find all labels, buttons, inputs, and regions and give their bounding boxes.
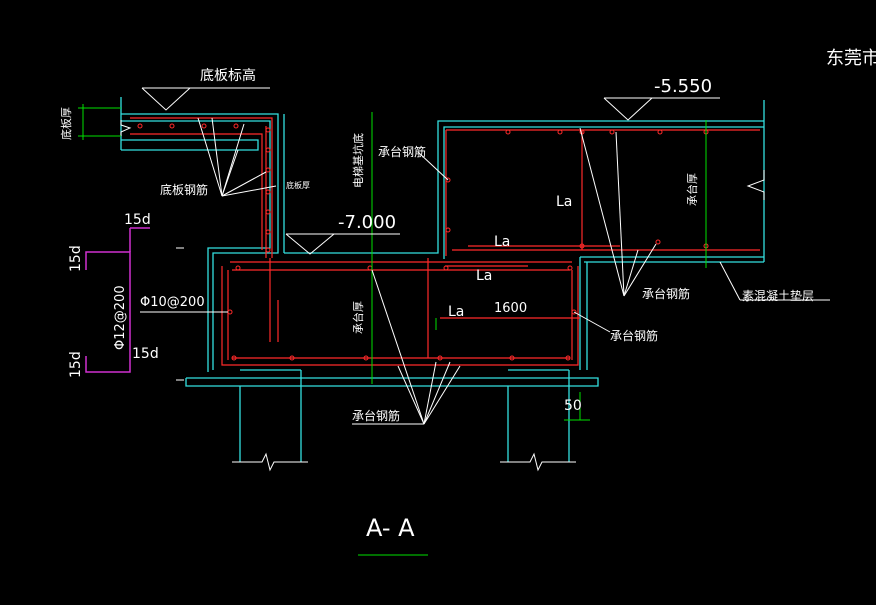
cap-rebar-label-4: 承台钢筋	[352, 408, 400, 423]
la-label-1: La	[556, 194, 572, 210]
base-slab-elevation-label: 底板标高	[200, 67, 256, 84]
dimension-lines	[78, 104, 707, 556]
break-lines	[120, 120, 765, 472]
rebar-lines	[130, 117, 760, 366]
dim-15d-left-top: 15d	[68, 245, 84, 272]
rebar-spec-vertical: Φ12@200	[113, 285, 128, 350]
la-label-3: La	[476, 268, 492, 284]
company-label: 东莞市	[826, 48, 876, 69]
cap-rebar-label-3: 承台钢筋	[610, 328, 658, 343]
dim-50: 50	[564, 398, 582, 414]
cushion-label: 素混凝土垫层	[742, 288, 814, 303]
cap-rebar-label-1: 承台钢筋	[378, 144, 426, 159]
pit-bottom-label: 电梯基坑底	[351, 133, 365, 188]
concrete-outline	[120, 97, 765, 462]
elevation-top-label: -5.550	[654, 76, 712, 97]
dim-15d-top: 15d	[124, 212, 151, 228]
dim-15d-mid: 15d	[132, 346, 159, 362]
cap-thickness-right-label: 承台厚	[685, 173, 699, 206]
leader-lines	[140, 87, 830, 425]
bar-schedule	[85, 227, 150, 373]
dim-15d-left-bottom: 15d	[68, 351, 84, 378]
cap-rebar-label-2: 承台钢筋	[642, 286, 690, 301]
rebar-spec-side: Φ10@200	[140, 295, 205, 310]
cap-thickness-left-label: 承台厚	[351, 301, 365, 334]
section-title: A- A	[366, 514, 415, 542]
slab-thickness-small-label: 底板厚	[286, 180, 310, 190]
base-slab-rebar-label: 底板钢筋	[160, 182, 208, 197]
la-label-2: La	[494, 234, 510, 250]
rebar-dots	[137, 123, 709, 361]
dim-1600: 1600	[494, 301, 527, 316]
elevation-mid-label: -7.000	[338, 212, 396, 233]
la-label-4: La	[448, 304, 464, 320]
slab-thickness-label: 底板厚	[59, 107, 73, 140]
